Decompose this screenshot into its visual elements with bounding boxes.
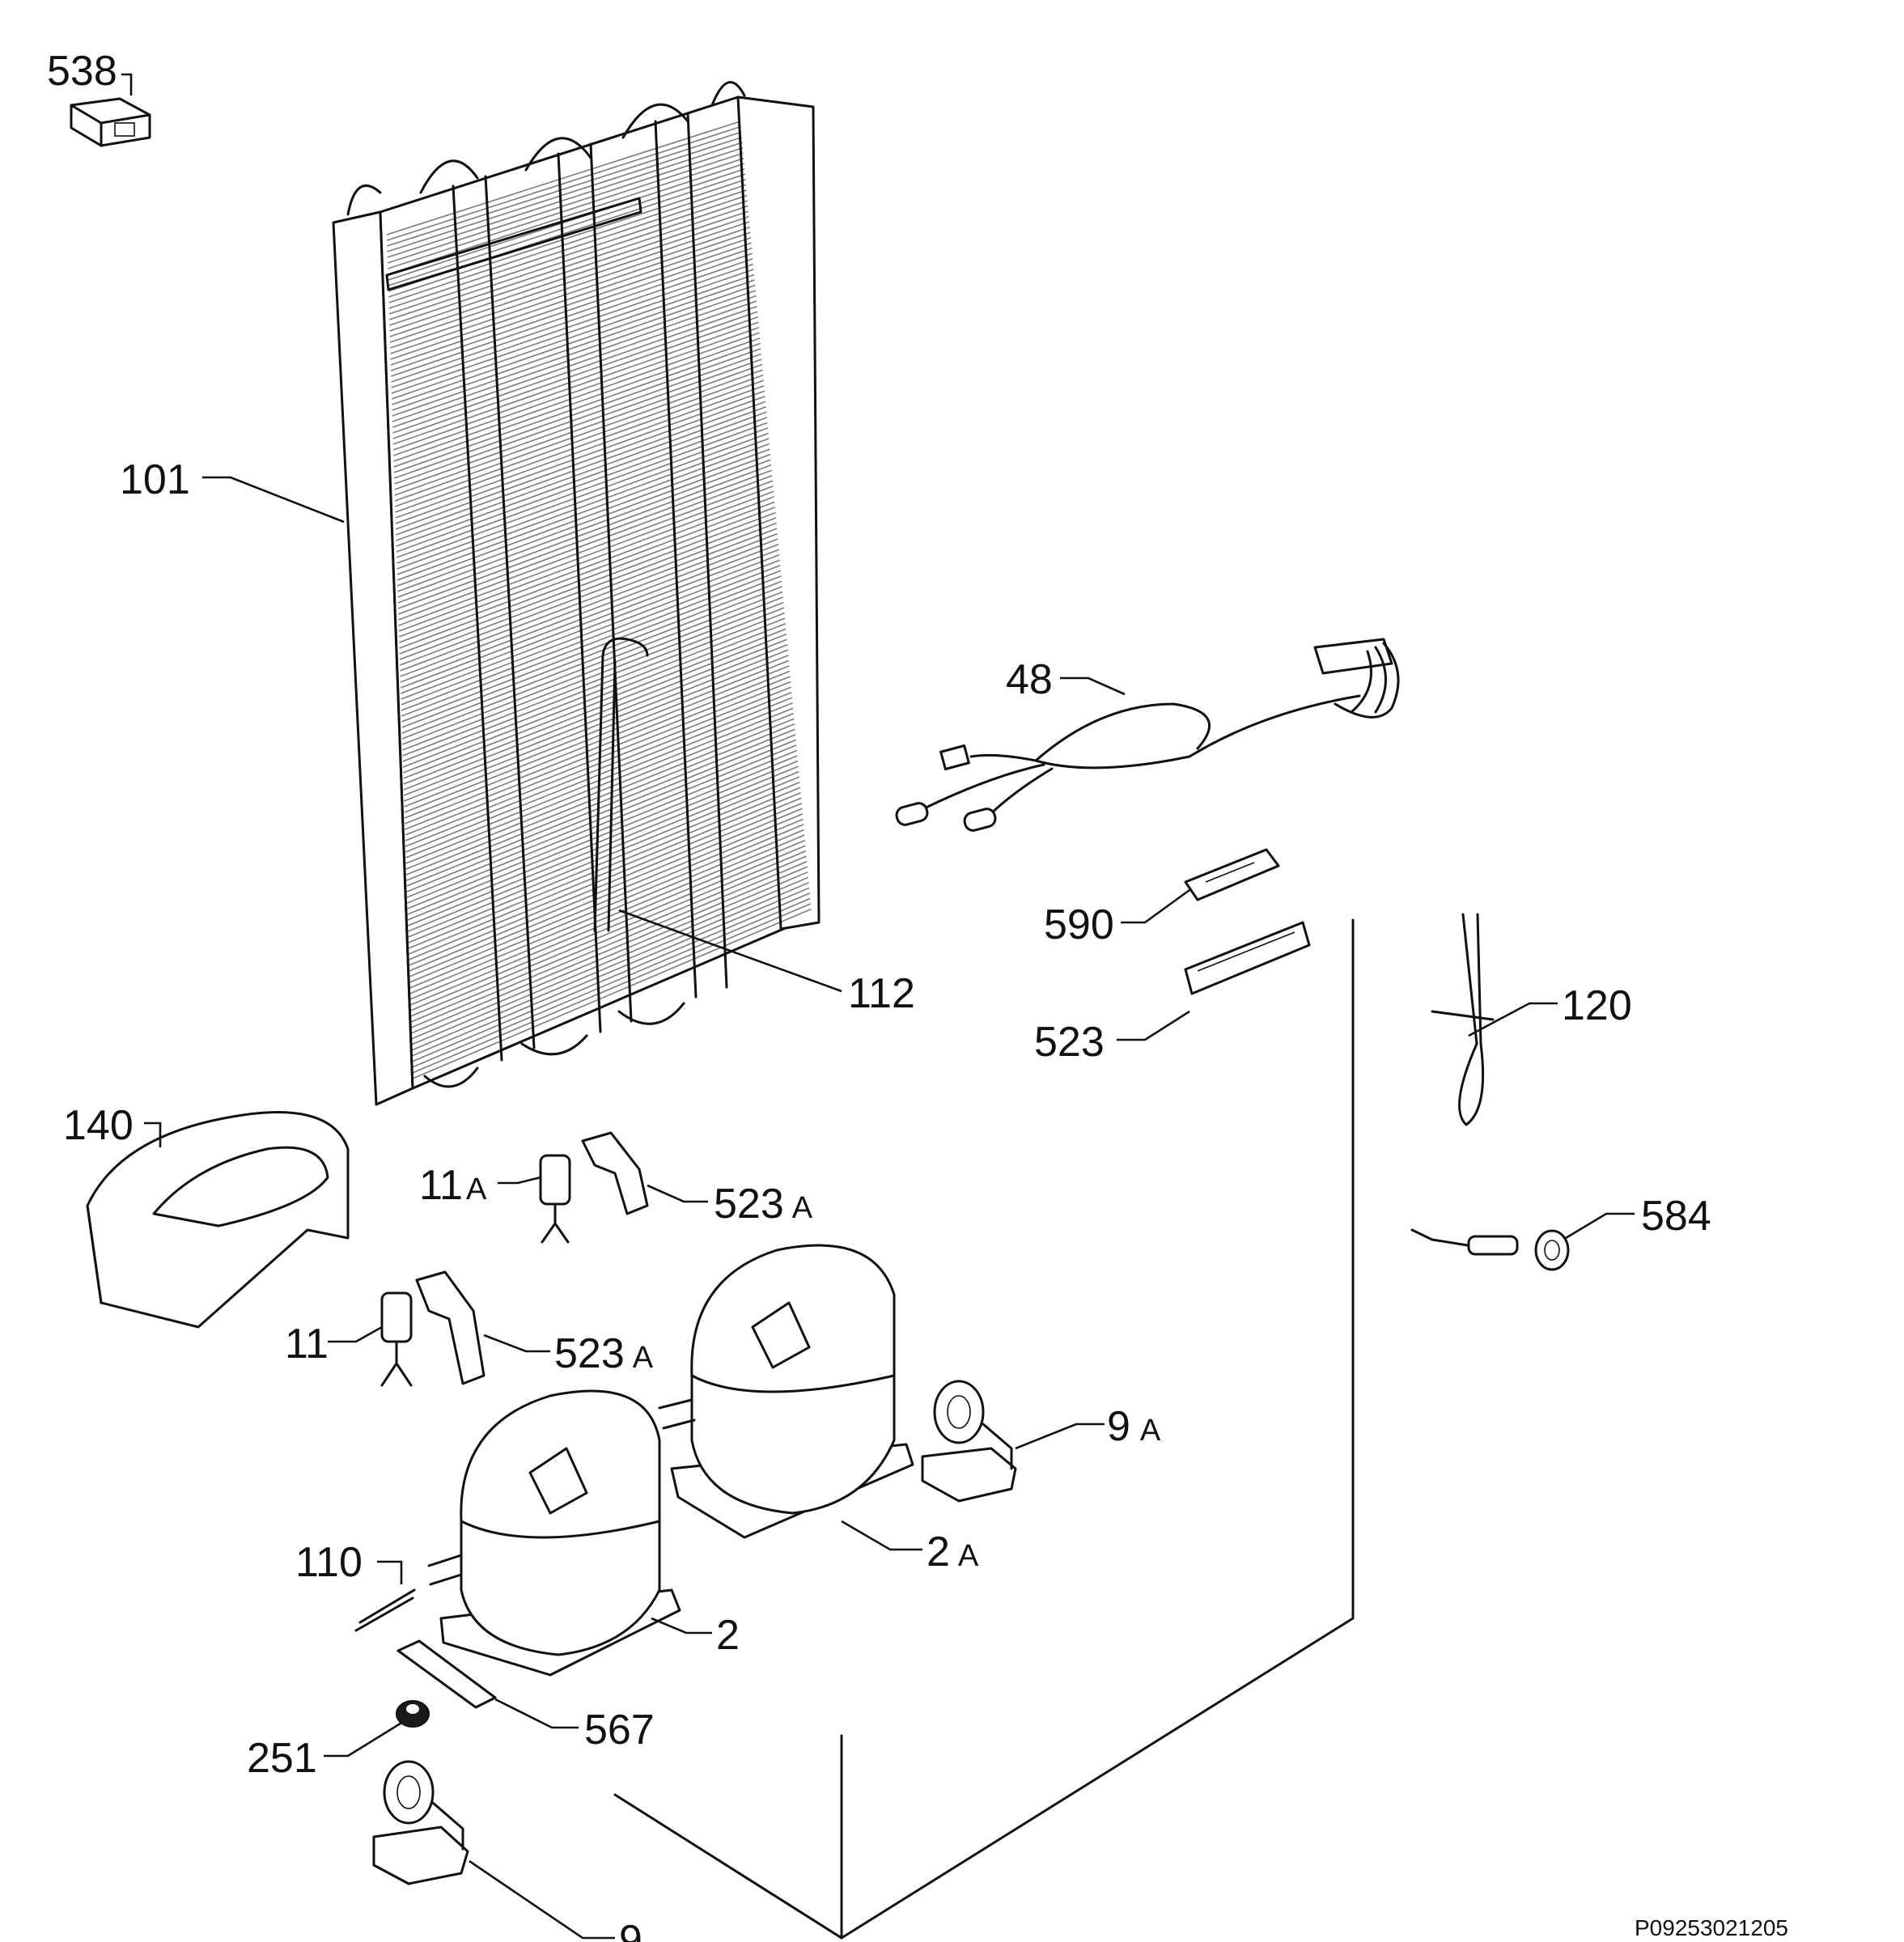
thermostat-probe-120[interactable] [1431,913,1495,1126]
nut-251[interactable] [396,1700,430,1728]
leader-lines [121,73,1635,1940]
callout-567: 567 [584,1707,655,1753]
condenser-fins [386,121,812,1079]
callout-538: 538 [47,48,117,95]
callout-590: 590 [1044,901,1114,948]
drip-tray-140[interactable] [86,1111,350,1329]
connector-block-538[interactable] [70,97,151,147]
base-plate-567[interactable] [396,1639,497,1709]
wiring-harness-48[interactable] [895,638,1400,833]
callout-584: 584 [1641,1193,1711,1240]
compressor-2A[interactable] [658,1244,914,1539]
callout-140: 140 [63,1102,134,1149]
mounting-foot-9[interactable] [372,1760,469,1885]
sensor-584[interactable] [1410,1228,1570,1271]
callout-112: 112 [848,970,915,1017]
valve-11A-assembly[interactable] [539,1131,649,1244]
condenser-101[interactable] [332,81,821,1106]
callout-11: 11 [285,1321,329,1367]
electronic-board-523[interactable] [1184,921,1311,995]
display-board-590[interactable] [1184,848,1280,901]
callout-523: 523 [1034,1019,1105,1066]
valve-11-assembly[interactable] [380,1270,486,1387]
callout-110: 110 [295,1539,363,1586]
callout-101: 101 [120,456,190,503]
callout-2: 2 [716,1612,740,1659]
callout-120: 120 [1562,982,1632,1029]
cabinet-outline [613,918,1355,1940]
callout-9: 9 [619,1917,642,1942]
callout-251: 251 [247,1735,317,1782]
callout-48: 48 [1006,656,1053,703]
pins-110[interactable] [354,1554,463,1632]
compressor-2[interactable] [439,1389,681,1677]
document-id: P09253021205 [1635,1915,1788,1940]
mounting-foot-9A[interactable] [921,1380,1017,1503]
